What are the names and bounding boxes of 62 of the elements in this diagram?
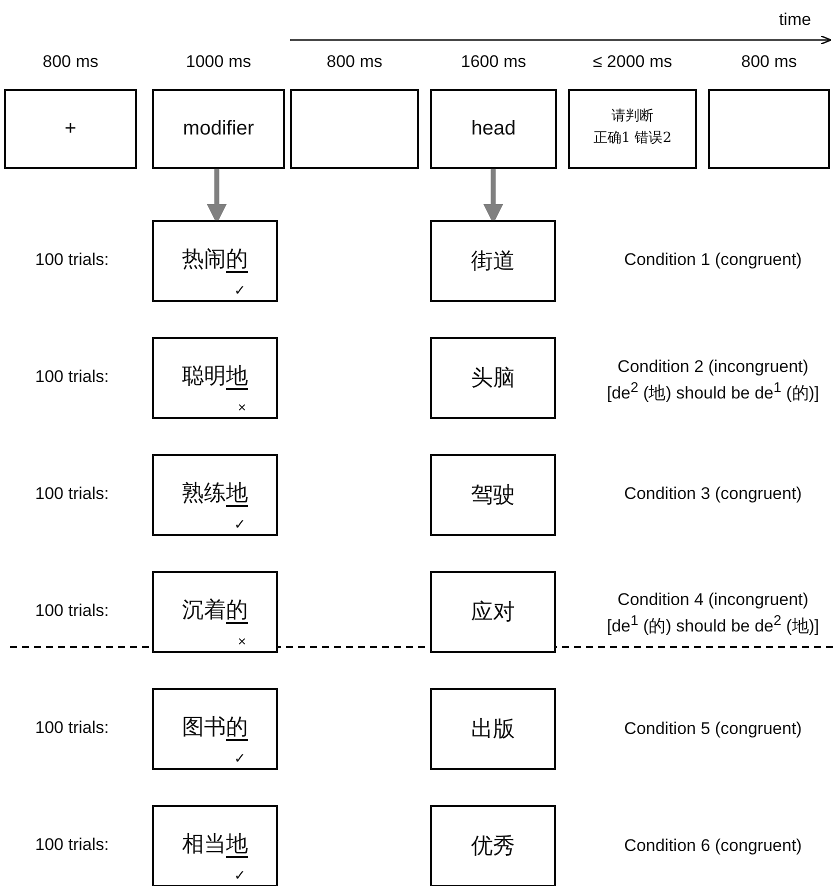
- condition-label: Condition 5 (congruent): [624, 719, 802, 739]
- screen-text: modifier: [182, 118, 254, 140]
- head-box: [430, 337, 556, 419]
- judgement-mark: ✓: [234, 867, 246, 883]
- modifier-word: 沉着的: [182, 596, 248, 625]
- modifier-box: [152, 220, 278, 302]
- duration-label: 1000 ms: [186, 52, 252, 72]
- head-box: [430, 805, 556, 886]
- modifier-box: [152, 688, 278, 770]
- modifier-box: [152, 454, 278, 536]
- duration-label: 800 ms: [42, 52, 98, 72]
- head-word: 头脑: [471, 364, 515, 392]
- response-prompt: 请判断: [612, 107, 654, 125]
- screen-text: head: [471, 118, 516, 140]
- head-box: [430, 454, 556, 536]
- stimulus-screen: [568, 89, 697, 169]
- stimulus-screen: [290, 89, 419, 169]
- judgement-mark: ✓: [234, 516, 246, 532]
- head-word: 街道: [471, 247, 515, 275]
- modifier-word: 图书的: [182, 713, 248, 742]
- head-word: 优秀: [471, 832, 515, 860]
- trial-count: 100 trials:: [35, 718, 109, 738]
- axis-label: time: [778, 10, 812, 30]
- head-word: 驾驶: [471, 481, 515, 509]
- modifier-box: [152, 805, 278, 886]
- response-options: 正确1 错误2: [593, 129, 672, 147]
- judgement-mark: ✓: [234, 750, 246, 766]
- modifier-box: [152, 571, 278, 653]
- trial-count: 100 trials:: [35, 250, 109, 270]
- trial-count: 100 trials:: [35, 601, 109, 621]
- condition-label: Condition 3 (congruent): [624, 484, 802, 504]
- trial-count: 100 trials:: [35, 835, 109, 855]
- judgement-mark: ✓: [234, 282, 246, 298]
- stimulus-screen: [708, 89, 830, 169]
- stimulus-screen: [4, 89, 137, 169]
- condition-label: [de$^{1}$ (的) should be de$^{2}$ (地)]: [606, 613, 820, 638]
- head-box: [430, 688, 556, 770]
- head-box: [430, 571, 556, 653]
- trial-count: 100 trials:: [35, 484, 109, 504]
- modifier-word: 熟练地: [182, 479, 248, 508]
- screen-text: +: [64, 118, 76, 140]
- condition-label: Condition 4 (incongruent): [618, 590, 808, 610]
- modifier-word: 相当地: [182, 830, 248, 859]
- stimulus-screen: [152, 89, 285, 169]
- condition-label: Condition 1 (congruent): [624, 250, 802, 270]
- trial-count: 100 trials:: [35, 367, 109, 387]
- modifier-box: [152, 337, 278, 419]
- duration-label: 800 ms: [326, 52, 382, 72]
- condition-label: [de$^{2}$ (地) should be de$^{1}$ (的)]: [606, 380, 820, 405]
- modifier-word: 聪明地: [182, 362, 248, 391]
- stimulus-screen: [430, 89, 557, 169]
- duration-label: 800 ms: [741, 52, 797, 72]
- judgement-mark: ×: [238, 633, 246, 649]
- head-box: [430, 220, 556, 302]
- judgement-mark: ×: [238, 399, 246, 415]
- head-word: 出版: [471, 715, 515, 743]
- duration-label: 1600 ms: [460, 52, 526, 72]
- duration-label: ≤ 2000 ms: [592, 52, 672, 72]
- head-word: 应对: [471, 598, 515, 626]
- condition-label: Condition 6 (congruent): [624, 836, 802, 856]
- modifier-word: 热闹的: [182, 245, 248, 274]
- condition-label: Condition 2 (incongruent): [618, 357, 808, 377]
